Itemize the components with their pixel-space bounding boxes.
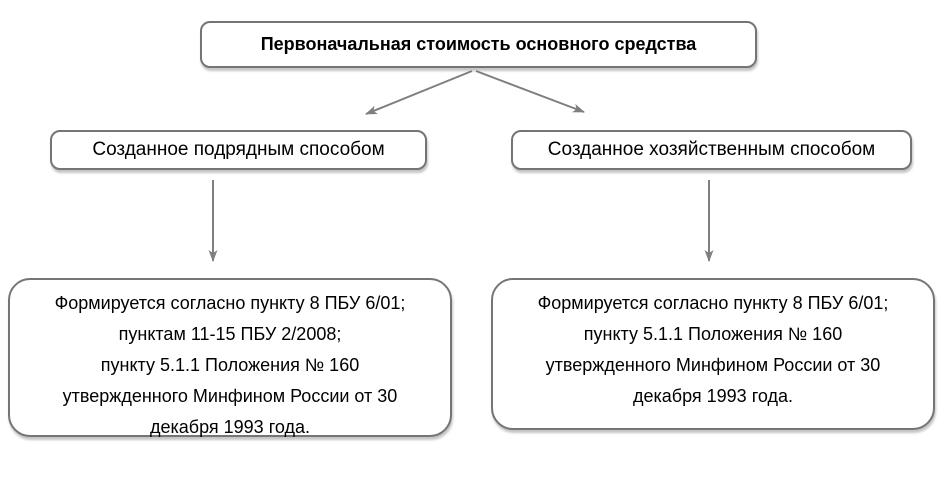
arrow-root-to-economic-branch [475,70,585,113]
node-economic-method-label: Созданное хозяйственным способом [547,139,876,160]
node-economic-method: Созданное хозяйственным способом [511,130,912,170]
node-contract-method-label: Созданное подрядным способом [92,139,385,160]
node-root: Первоначальная стоимость основного средс… [200,21,757,68]
node-economic-detail: Формируется согласно пункту 8 ПБУ 6/01; … [491,278,935,430]
node-root-label: Первоначальная стоимость основного средс… [260,34,697,54]
node-economic-detail-text: Формируется согласно пункту 8 ПБУ 6/01; … [537,293,889,406]
node-contract-detail-text: Формируется согласно пункту 8 ПБУ 6/01; … [54,293,406,437]
arrow-root-to-contract-branch [365,70,473,115]
node-contract-detail: Формируется согласно пункту 8 ПБУ 6/01; … [8,278,452,437]
node-contract-method: Созданное подрядным способом [50,130,427,170]
